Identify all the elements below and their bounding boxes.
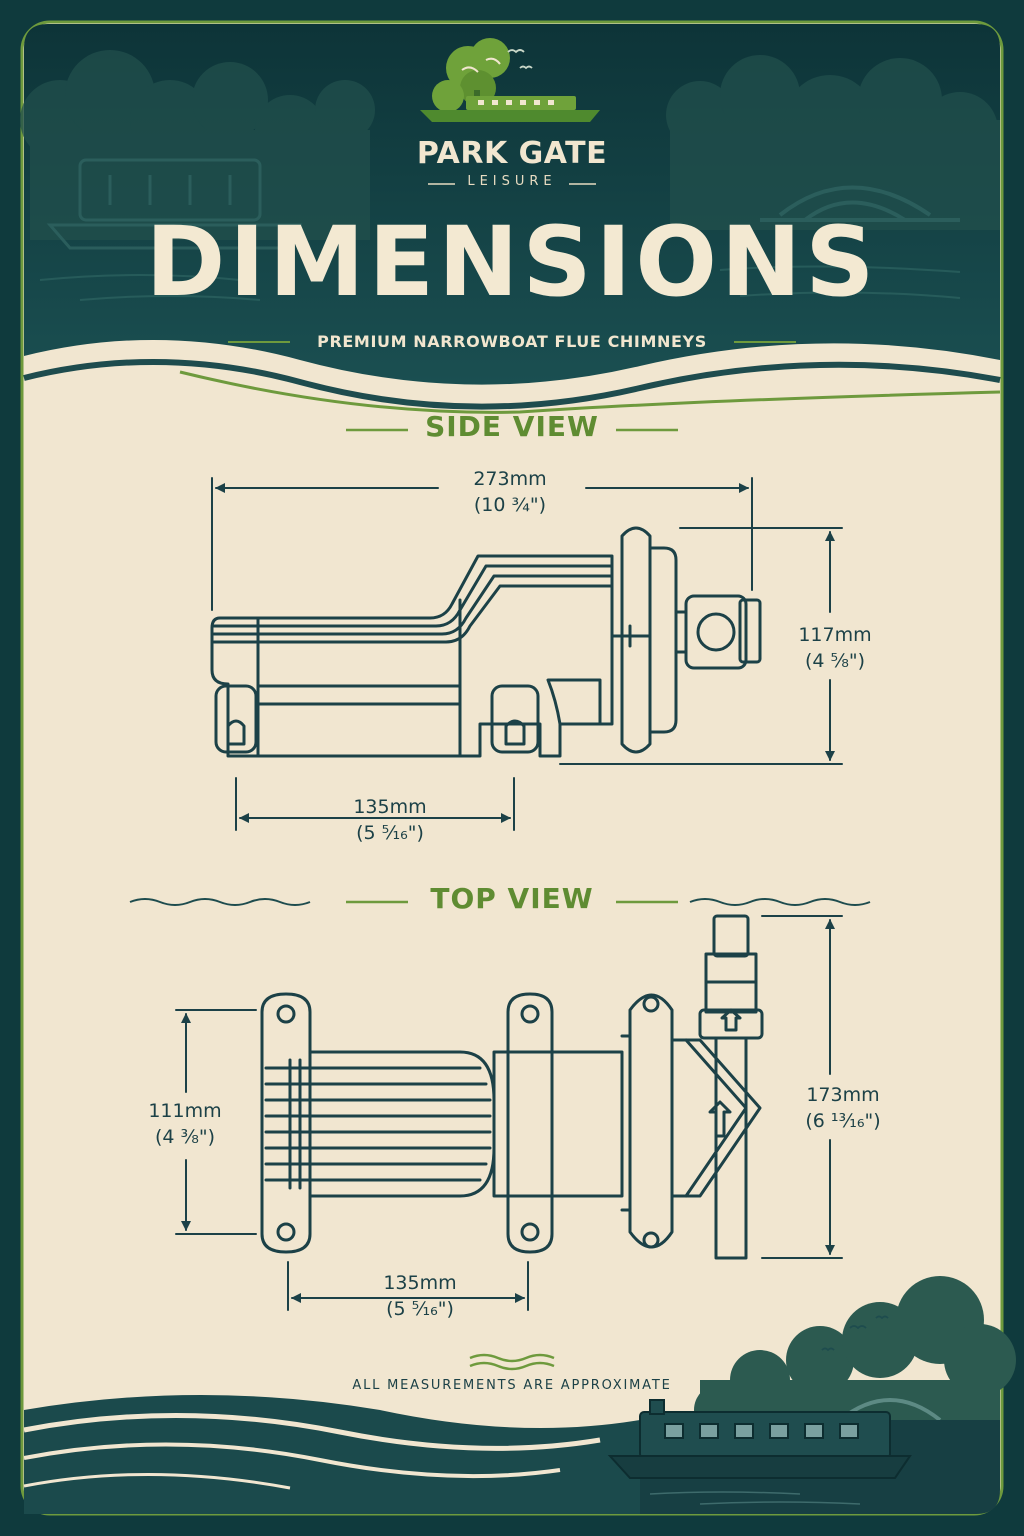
top-view-depth-inch: (4 ³⁄₈") (154, 1126, 216, 1148)
header-boat-silhouette (46, 158, 303, 250)
top-view-height-mm: 173mm (806, 1084, 880, 1106)
top-view-base-inch: (5 ⁵⁄₁₆") (386, 1298, 454, 1320)
footnote: ALL MEASUREMENTS ARE APPROXIMATE (352, 1378, 672, 1393)
bottom-narrowboat (607, 1399, 912, 1479)
header-bridge-silhouette (760, 185, 960, 222)
side-view-width-mm: 273mm (473, 468, 547, 490)
side-view-base-mm: 135mm (353, 796, 427, 818)
arrow-up-icon (720, 1008, 742, 1032)
side-view-dimensions (211, 477, 843, 831)
side-view-height-label: 117mm (4 ⁵⁄₈") (770, 622, 900, 674)
page-title: DIMENSIONS (145, 206, 879, 318)
top-view-height-inch: (6 ¹³⁄₁₆") (805, 1110, 881, 1132)
bottom-waves (23, 1395, 640, 1514)
brand-subtitle: LEISURE (467, 174, 557, 189)
top-view-base-label: 135mm (5 ⁵⁄₁₆") (330, 1270, 510, 1322)
top-view-depth-mm: 111mm (148, 1100, 222, 1122)
header-trees (20, 50, 1000, 240)
side-view-base-inch: (5 ⁵⁄₁₆") (356, 822, 424, 844)
narrowboat-icon (420, 96, 600, 122)
side-view-drawing (210, 526, 762, 758)
top-view-dimensions (175, 915, 843, 1311)
page-subtitle: PREMIUM NARROWBOAT FLUE CHIMNEYS (317, 332, 707, 351)
side-view-height-inch: (4 ⁵⁄₈") (804, 650, 866, 672)
side-view-title: SIDE VIEW (425, 410, 599, 443)
side-view-height-mm: 117mm (798, 624, 872, 646)
top-view-depth-label: 111mm (4 ³⁄₈") (120, 1098, 250, 1150)
bird-icon (507, 49, 533, 70)
top-view-base-mm: 135mm (383, 1272, 457, 1294)
side-view-base-label: 135mm (5 ⁵⁄₁₆") (300, 794, 480, 846)
brand-name: PARK GATE (416, 136, 608, 171)
top-view-title: TOP VIEW (430, 882, 594, 915)
side-view-width-label: 273mm (10 ¾") (420, 466, 600, 518)
tree-logo-icon (432, 38, 510, 112)
side-view-width-inch: (10 ¾") (473, 494, 547, 516)
top-view-height-label: 173mm (6 ¹³⁄₁₆") (778, 1082, 908, 1134)
arrow-up-icon (708, 1100, 732, 1138)
top-view-drawing (260, 914, 764, 1260)
bird-icon (821, 1315, 889, 1352)
